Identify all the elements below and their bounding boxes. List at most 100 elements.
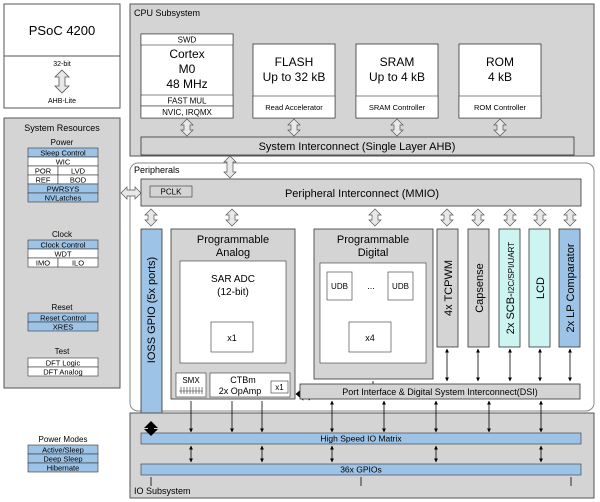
tcpwm-block: 4x TCPWM: [436, 228, 459, 348]
analog-title-line1: Programmable: [197, 234, 269, 246]
mmio-to-tcpwm-arrow-icon: [440, 208, 454, 227]
active-sleep-label: Active/Sleep: [42, 446, 84, 455]
cpu-subsystem-panel: CPU Subsystem SWD Cortex M0 48 MHz FAST …: [129, 3, 595, 157]
ctbm-count-label: x1: [275, 383, 284, 392]
digital-title-line2: Digital: [358, 247, 389, 259]
udb-count-box: [348, 321, 392, 353]
cortex-name: Cortex: [169, 47, 204, 61]
ahb-lite-label: AHB-Lite: [48, 98, 76, 105]
clock-control-label: Clock Control: [40, 241, 85, 250]
io-subsystem-title: IO Subsystem: [134, 486, 191, 496]
mmio-to-digital-arrow-icon: [368, 208, 382, 227]
sram-name: SRAM: [380, 55, 415, 69]
hsiom-gpio-lines: [150, 445, 572, 486]
rom-controller-label: ROM Controller: [474, 103, 527, 112]
ilo-label: ILO: [72, 259, 84, 268]
pclk-block: [149, 185, 193, 198]
nvic-label: NVIC, IRQMX: [162, 108, 212, 117]
lvd-label: LVD: [71, 167, 86, 176]
high-speed-io-matrix-bar: [140, 432, 582, 445]
sar-adc-label: SAR ADC: [211, 274, 255, 285]
udb-a-label: UDB: [331, 282, 348, 291]
lcd-block: LCD: [528, 228, 551, 348]
tcpwm-label: 4x TCPWM: [443, 260, 455, 316]
udb-block-b: [387, 271, 414, 301]
psoc-title: PSoC 4200: [29, 23, 96, 38]
smx-switch-icon: [179, 387, 203, 394]
cortex-frequency: 48 MHz: [166, 77, 207, 91]
sysres-to-peripheral-arrow-icon: [120, 186, 142, 200]
sram-size: Up to 4 kB: [369, 70, 425, 84]
xres-block: [27, 321, 99, 332]
pclk-label: PCLK: [161, 188, 183, 197]
peripheral-interconnect-bar: [140, 178, 582, 207]
scb-label: 2x SCB-: [505, 293, 517, 334]
dsi-label: Port Interface & Digital System Intercon…: [342, 387, 538, 397]
rom-block: ROM 4 kB ROM Controller: [458, 43, 542, 119]
gpios-bar: [140, 463, 582, 476]
rom-controller-block: [458, 95, 542, 119]
flash-bus-arrow-icon: [287, 118, 301, 137]
nvic-block: [140, 105, 234, 119]
clock-heading: Clock: [52, 230, 73, 239]
sleep-control-label: Sleep Control: [40, 149, 86, 158]
mmio-to-scb-arrow-icon: [503, 208, 517, 227]
swd-block: [140, 33, 234, 46]
wic-label: WIC: [56, 158, 71, 167]
sram-controller-label: SRAM Controller: [369, 103, 426, 112]
capsense-label: Capsense: [474, 263, 486, 313]
nvlatches-label: NVLatches: [45, 194, 82, 203]
gpios-label: 36x GPIOs: [340, 465, 382, 475]
test-heading: Test: [55, 347, 70, 356]
flash-name: FLASH: [275, 55, 314, 69]
power-modes-title: Power Modes: [39, 435, 88, 444]
nvlatches-block: [27, 192, 99, 203]
sar-adc-count-label: x1: [227, 333, 237, 343]
io-subsystem-panel: IO Subsystem High Speed IO Matrix 36x GP…: [129, 400, 595, 499]
mmio-to-capsense-arrow-icon: [471, 208, 485, 227]
lp-comparator-block: 2x LP Comparator: [558, 228, 581, 348]
power-heading: Power: [51, 138, 74, 147]
dft-analog-label: DFT Analog: [43, 368, 82, 377]
imo-label: IMO: [36, 259, 50, 268]
hsiom-input-lines: [189, 400, 543, 433]
dft-analog-block: [27, 366, 99, 377]
por-label: POR: [35, 167, 52, 176]
ref-label: REF: [36, 176, 51, 185]
ioss-gpio-block: IOSS GPIO (5x ports): [140, 228, 163, 422]
ioss-gpio-label: IOSS GPIO (5x ports): [146, 257, 158, 363]
capsense-block: Capsense: [467, 228, 490, 348]
peripheral-interconnect-label: Peripheral Interconnect (MMIO): [285, 188, 439, 200]
flash-size: Up to 32 kB: [263, 70, 326, 84]
flash-block: FLASH Up to 32 kB Read Accelerator: [252, 43, 336, 119]
sar-adc-resolution: (12-bit): [217, 287, 249, 298]
read-accelerator-label: Read Accelerator: [265, 103, 323, 112]
peripherals-title: Peripherals: [134, 165, 180, 175]
high-speed-io-matrix-label: High Speed IO Matrix: [320, 434, 402, 444]
dsi-bar: [299, 383, 581, 400]
sram-controller-block: [355, 95, 439, 119]
ahb-double-arrow-icon: [54, 69, 70, 94]
cortex-bus-arrow-icon: [180, 118, 194, 137]
udb-ellipsis-label: ...: [367, 281, 375, 291]
scb-protocols-label: I2C/SPI/UART: [507, 242, 516, 294]
ctbm-count-box: [270, 380, 289, 394]
cortex-model: M0: [179, 62, 196, 76]
cpu-to-peripheral-arrow-icon: [223, 155, 237, 179]
sram-block: SRAM Up to 4 kB SRAM Controller: [355, 43, 439, 119]
dft-logic-label: DFT Logic: [46, 359, 81, 368]
deep-sleep-label: Deep Sleep: [43, 455, 82, 464]
system-resources-title: System Resources: [24, 123, 100, 133]
mmio-to-lpcomp-arrow-icon: [563, 208, 577, 227]
smx-label: SMX: [182, 376, 200, 385]
peripherals-outline: [129, 162, 595, 412]
fast-mul-label: FAST MUL: [168, 97, 208, 106]
mmio-arrows: [144, 208, 577, 227]
cpu-subsystem-title: CPU Subsystem: [134, 8, 200, 18]
system-interconnect-bar: [140, 136, 575, 156]
bus-width-label: 32-bit: [53, 61, 71, 68]
system-resources-panel: System Resources Power Sleep Control WIC…: [3, 117, 121, 389]
scb-block: 2x SCB-I2C/SPI/UART: [498, 228, 521, 348]
mmio-to-gpio-arrow-icon: [144, 208, 158, 227]
lcd-label: LCD: [535, 277, 547, 299]
